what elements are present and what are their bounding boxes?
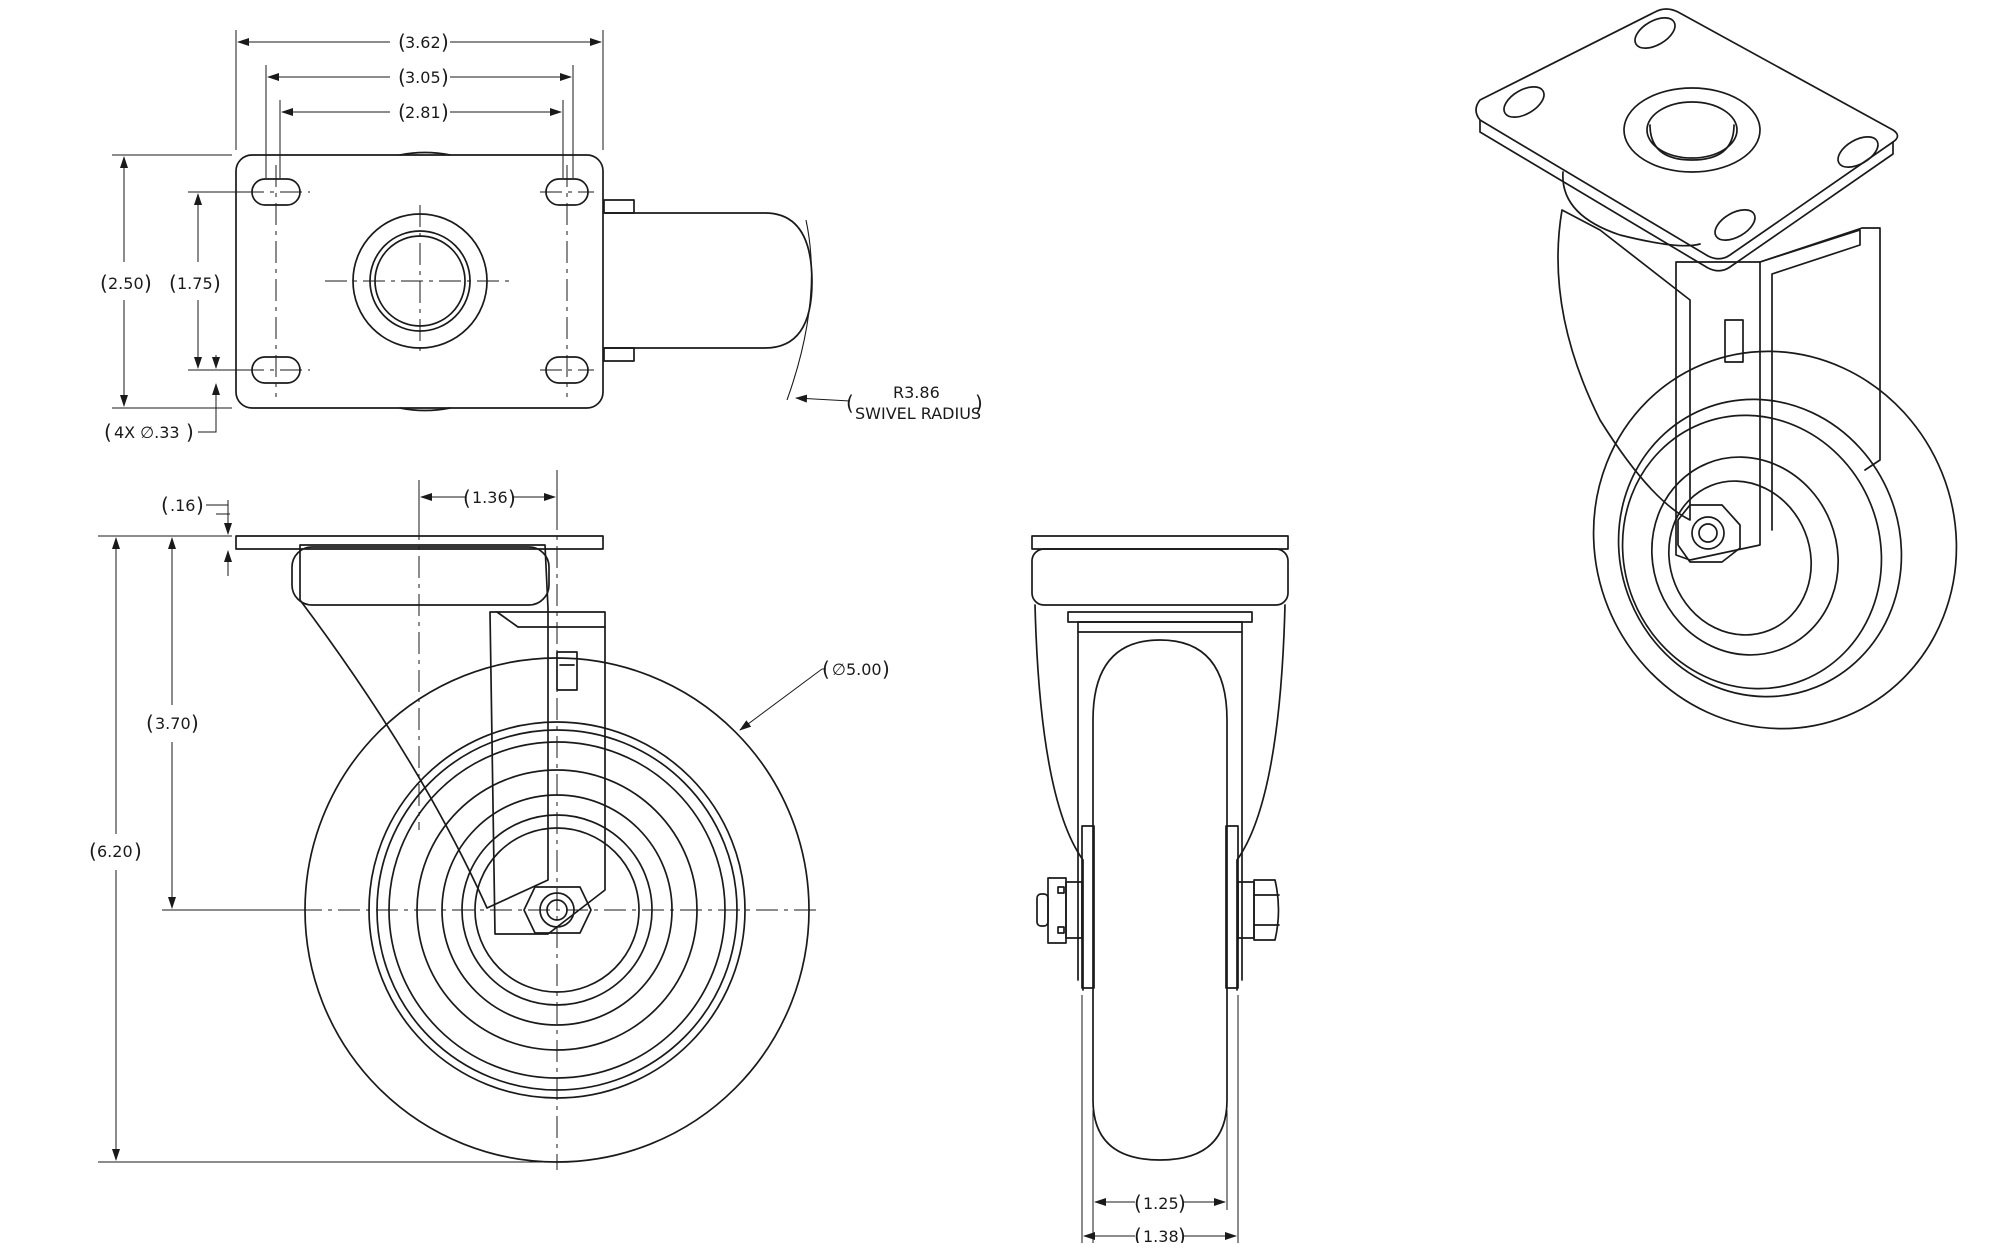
side-view-dimensions: ( 6.20 ) ( 3.70 ) ( .16 ) ( 1.36 ) ( ∅5.… — [89, 486, 890, 1163]
svg-text:(: ( — [146, 711, 154, 735]
svg-text:(: ( — [100, 271, 108, 295]
front-plate — [1031, 535, 1289, 550]
svg-text:): ) — [196, 493, 204, 517]
dim-plate-thickness: .16 — [170, 496, 195, 515]
side-view — [235, 470, 820, 1170]
top-view-dimensions: ( 3.62 ) ( 3.05 ) ( 2.81 ) ( 2.50 ) ( 1.… — [100, 30, 983, 444]
dim-wheel-diameter: ∅5.00 — [832, 660, 882, 679]
svg-text:(: ( — [1134, 1224, 1142, 1243]
dim-hole-callout: 4X ∅.33 — [114, 423, 180, 442]
dim-hole-spacing-inner: 2.81 — [405, 103, 441, 122]
svg-text:): ) — [1178, 1224, 1186, 1243]
axle-nut — [523, 886, 592, 934]
svg-text:): ) — [441, 30, 449, 54]
svg-text:(: ( — [89, 839, 97, 863]
dim-overall-height: 6.20 — [97, 842, 133, 861]
dim-tread-width: 1.25 — [1143, 1194, 1179, 1213]
dim-swivel-radius-value: R3.86 — [893, 383, 940, 402]
iso-wheel — [1592, 350, 1958, 730]
top-plate — [235, 154, 604, 409]
dim-hole-spacing-width: 1.75 — [177, 274, 213, 293]
svg-text:(: ( — [104, 420, 112, 444]
iso-axle-nut — [1677, 504, 1741, 563]
dim-plate-length: 3.62 — [405, 33, 441, 52]
dim-swivel-offset: 1.36 — [472, 488, 508, 507]
iso-kingpin — [1623, 87, 1761, 173]
iso-top-plate — [1475, 8, 1899, 260]
top-view — [235, 151, 813, 412]
svg-text:(: ( — [398, 65, 406, 89]
swivel-radius-arc — [786, 219, 812, 401]
svg-text:): ) — [882, 657, 890, 681]
svg-text:): ) — [441, 100, 449, 124]
dim-plate-width: 2.50 — [108, 274, 144, 293]
swivel-bearing — [291, 546, 550, 606]
svg-text:(: ( — [463, 486, 471, 510]
dim-axle-height: 3.70 — [155, 714, 191, 733]
svg-text:(: ( — [822, 657, 830, 681]
svg-text:): ) — [213, 271, 221, 295]
svg-text:(: ( — [161, 493, 169, 517]
dim-hub-length: 1.38 — [1143, 1227, 1179, 1243]
isometric-view — [1475, 8, 1958, 730]
svg-text:(: ( — [169, 271, 177, 295]
svg-text:): ) — [134, 839, 142, 863]
svg-text:): ) — [1178, 1191, 1186, 1215]
svg-text:): ) — [975, 391, 983, 415]
svg-text:): ) — [186, 420, 194, 444]
front-wheel — [1092, 639, 1228, 1161]
svg-text:(: ( — [1134, 1191, 1142, 1215]
svg-text:(: ( — [398, 30, 406, 54]
svg-text:(: ( — [398, 100, 406, 124]
dim-swivel-radius-label: SWIVEL RADIUS — [855, 404, 981, 423]
svg-text:(: ( — [846, 391, 854, 415]
svg-text:): ) — [508, 486, 516, 510]
svg-text:): ) — [191, 711, 199, 735]
svg-text:): ) — [441, 65, 449, 89]
dim-hole-spacing-outer: 3.05 — [405, 68, 441, 87]
front-view-dimensions: ( 1.25 ) ( 1.38 ) — [1081, 995, 1239, 1248]
front-view — [1031, 535, 1289, 1161]
svg-text:): ) — [144, 271, 152, 295]
